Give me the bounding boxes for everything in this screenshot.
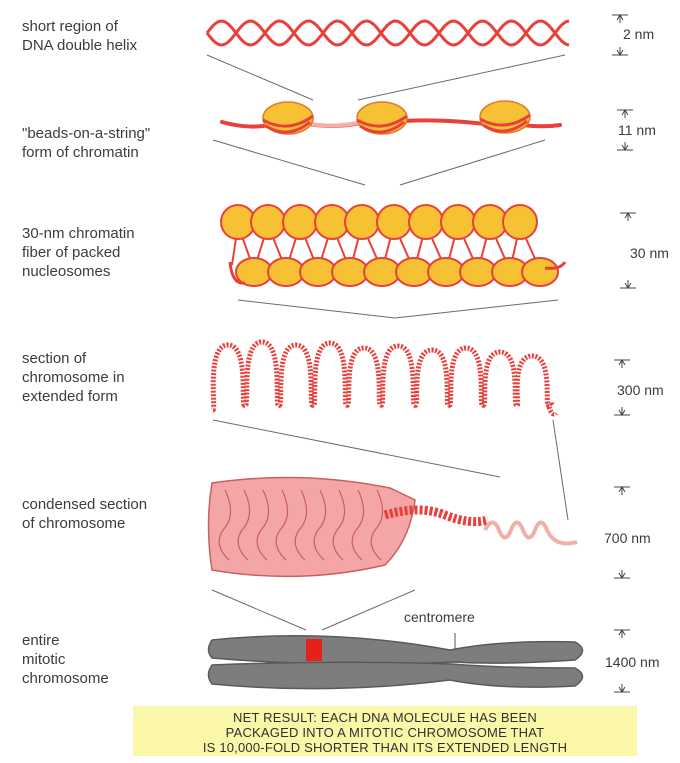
- fiber-nucleosome-bottom: [364, 258, 400, 286]
- fiber-nucleosome-bottom: [268, 258, 304, 286]
- connector-line: [553, 420, 568, 520]
- dna-double-helix: [207, 21, 569, 45]
- chromatid-upper: [209, 636, 583, 664]
- fiber-nucleosome-top: [283, 205, 317, 239]
- connector-line: [207, 55, 313, 100]
- fiber-nucleosome-top: [441, 205, 475, 239]
- fiber-nucleosome-bottom: [300, 258, 336, 286]
- fiber-nucleosome-top: [377, 205, 411, 239]
- condensed-body: [209, 478, 416, 577]
- connector-line: [212, 590, 306, 630]
- fiber-nucleosome-top: [473, 205, 507, 239]
- chromatid-lower: [209, 662, 583, 688]
- fiber-nucleosome-top: [315, 205, 349, 239]
- condensed-chromosome-section: [209, 478, 578, 577]
- connector-line: [213, 140, 365, 185]
- fiber-nucleosome-top: [409, 205, 443, 239]
- connector-line: [400, 140, 545, 185]
- linker-dna-highlight: [312, 122, 362, 126]
- chromatin-fiber: [221, 205, 565, 286]
- fiber-nucleosome-bottom: [522, 258, 558, 286]
- fiber-nucleosome-bottom: [460, 258, 496, 286]
- fiber-nucleosome-bottom: [396, 258, 432, 286]
- connector-line: [322, 590, 415, 630]
- fiber-nucleosome-top: [345, 205, 379, 239]
- connector-line: [358, 55, 565, 100]
- connector-line: [213, 420, 500, 477]
- net-result-box: NET RESULT: EACH DNA MOLECULE HAS BEEN P…: [133, 706, 637, 756]
- fiber-nucleosome-bottom: [428, 258, 464, 286]
- highlighted-segment: [306, 639, 322, 661]
- fiber-nucleosome-bottom: [332, 258, 368, 286]
- condensed-loose-loops: [485, 523, 577, 544]
- extended-chromosome-loops: [213, 342, 556, 414]
- fiber-nucleosome-top: [221, 205, 255, 239]
- fiber-nucleosome-top: [503, 205, 537, 239]
- connector-line: [395, 300, 558, 318]
- beads-on-a-string: [222, 101, 560, 134]
- fiber-nucleosome-top: [251, 205, 285, 239]
- connector-line: [238, 300, 395, 318]
- extended-loops: [213, 342, 556, 414]
- mitotic-chromosome: [209, 633, 583, 689]
- scale-bars: [612, 15, 636, 692]
